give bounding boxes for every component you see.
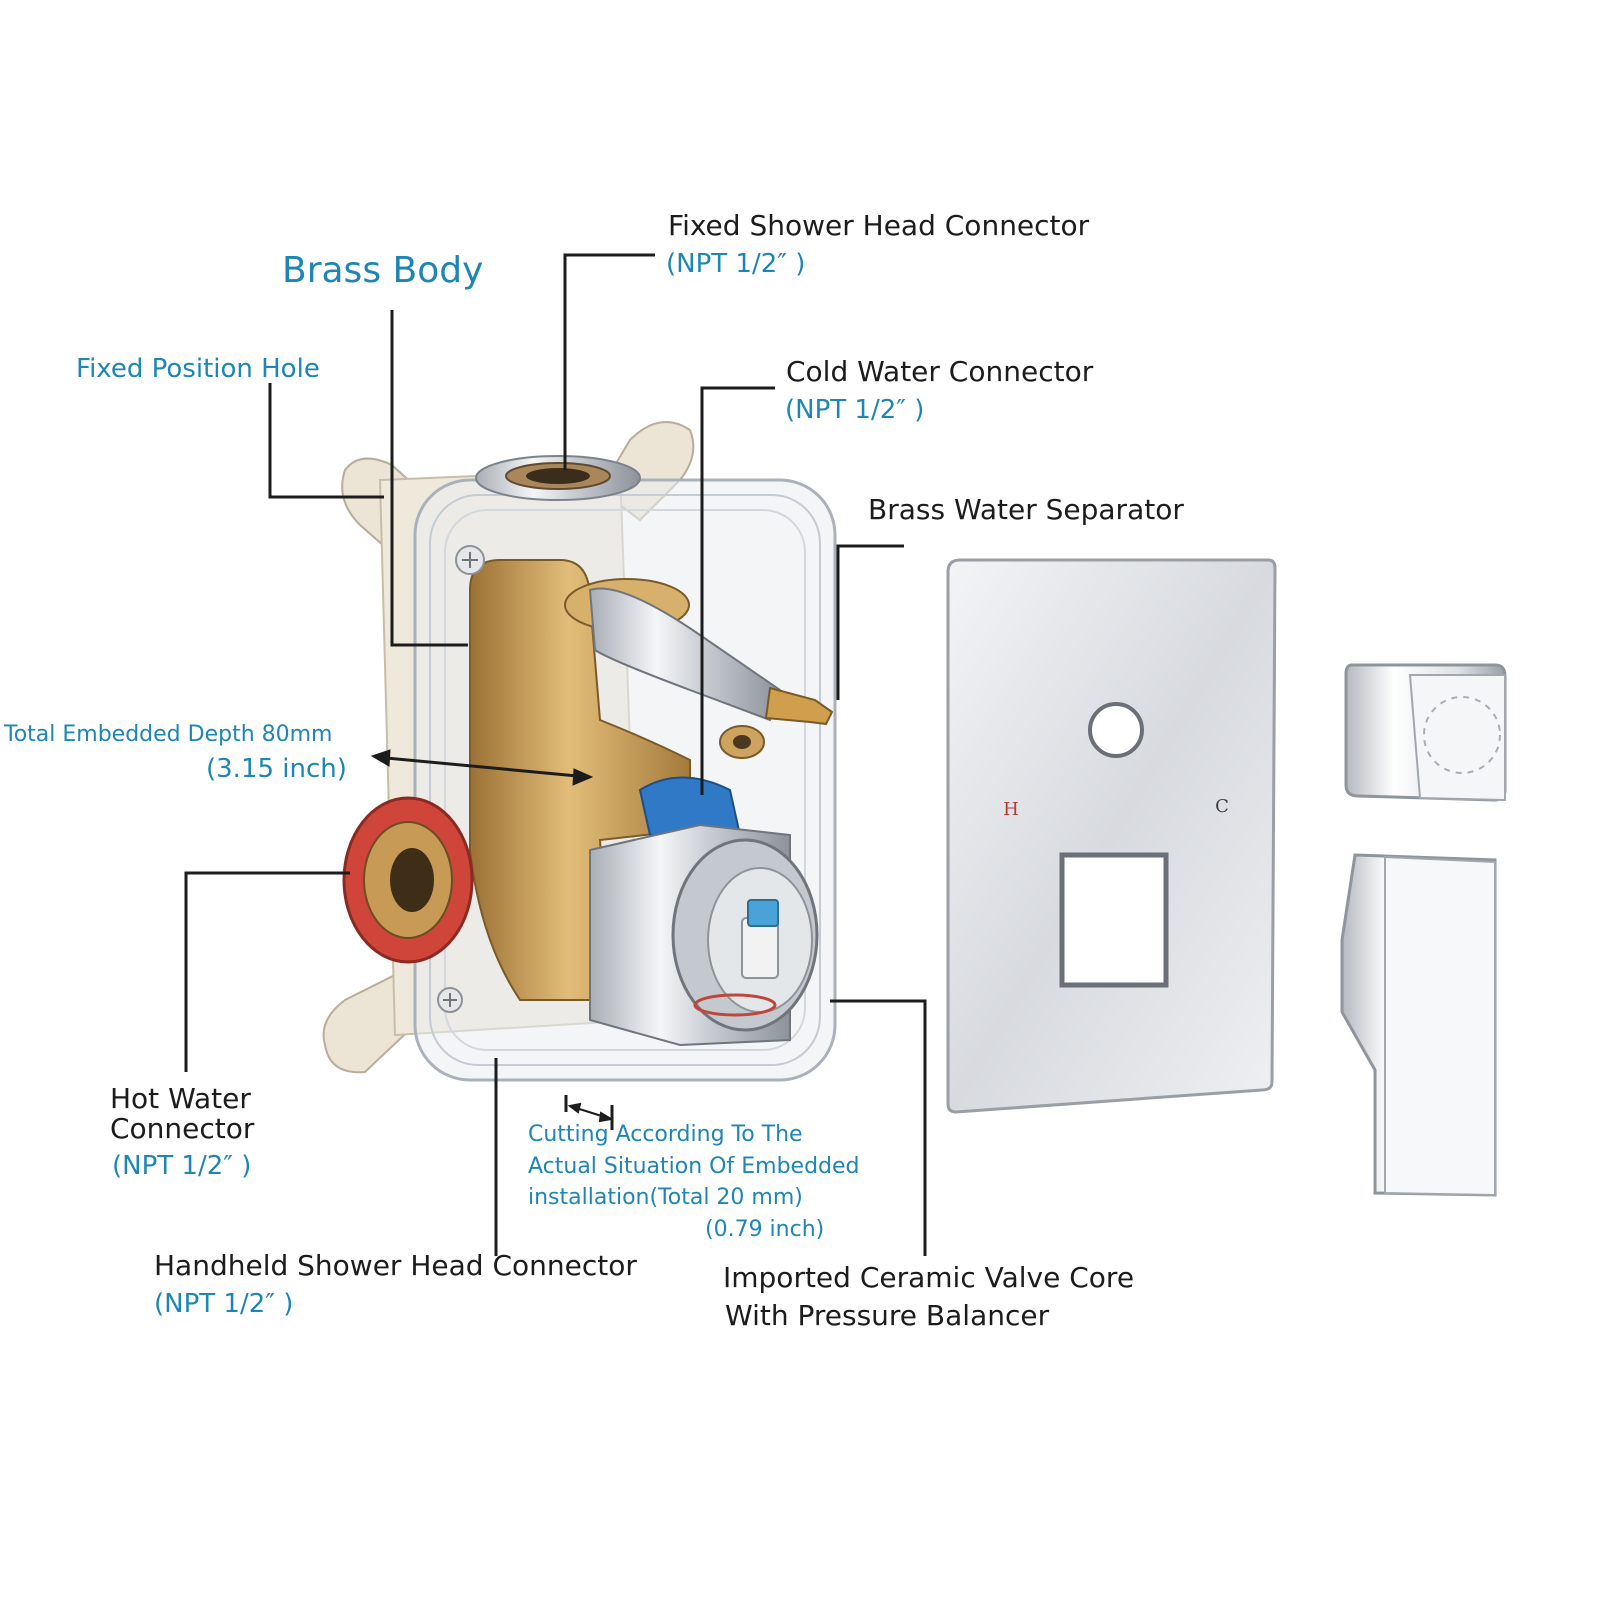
trim-plate [946, 558, 1277, 1114]
label-fixed-position-hole: Fixed Position Hole [76, 354, 320, 384]
label-hot-water-1: Hot Water [110, 1082, 251, 1115]
label-hot-water-2: Connector [110, 1112, 255, 1145]
label-cold-water-npt: (NPT 1/2″ ) [785, 395, 925, 425]
diverter-knob [1344, 663, 1507, 802]
leader-ceramic-core [830, 999, 927, 1256]
label-ceramic-1: Imported Ceramic Valve Core [723, 1261, 1135, 1294]
label-handheld-npt: (NPT 1/2″ ) [154, 1289, 294, 1319]
label-fixed-shower-head-npt: (NPT 1/2″ ) [666, 249, 806, 279]
trim-plate-cold-mark: C [1215, 796, 1229, 817]
leader-brass-body [390, 310, 468, 647]
cutting-dimension-arrow [567, 1102, 614, 1123]
leader-cold-water [700, 386, 775, 795]
label-cutting-2: Actual Situation Of Embedded [528, 1154, 860, 1179]
label-ceramic-2: With Pressure Balancer [725, 1299, 1050, 1332]
leader-hot-water [184, 871, 350, 1072]
label-depth-inch: (3.15 inch) [206, 754, 347, 784]
label-handheld: Handheld Shower Head Connector [154, 1249, 637, 1282]
trim-plate-cartridge-opening [1059, 852, 1169, 988]
label-cold-water: Cold Water Connector [786, 355, 1094, 388]
label-hot-water-npt: (NPT 1/2″ ) [112, 1151, 252, 1181]
trim-plate-diverter-hole [1088, 702, 1144, 758]
label-fixed-shower-head: Fixed Shower Head Connector [668, 209, 1090, 242]
depth-dimension-arrow [370, 749, 594, 786]
lever-handle [1340, 853, 1497, 1197]
label-brass-water-separator: Brass Water Separator [868, 493, 1184, 526]
leader-fixed-position-hole [268, 383, 384, 499]
leader-brass-water-separator [836, 544, 904, 700]
label-cutting-1: Cutting According To The [528, 1122, 803, 1147]
brass-water-separator [764, 686, 834, 726]
leader-lines [184, 253, 927, 1256]
trim-plate-group: H C [946, 558, 1277, 1114]
rough-in-valve [322, 421, 837, 1082]
trim-plate-hot-mark: H [1003, 799, 1019, 820]
label-cutting-3: installation(Total 20 mm) [528, 1185, 803, 1210]
label-cutting-inch: (0.79 inch) [705, 1217, 825, 1242]
label-depth: Total Embedded Depth 80mm [4, 722, 333, 747]
label-brass-body: Brass Body [282, 250, 484, 291]
leader-fixed-shower-head [563, 253, 655, 470]
